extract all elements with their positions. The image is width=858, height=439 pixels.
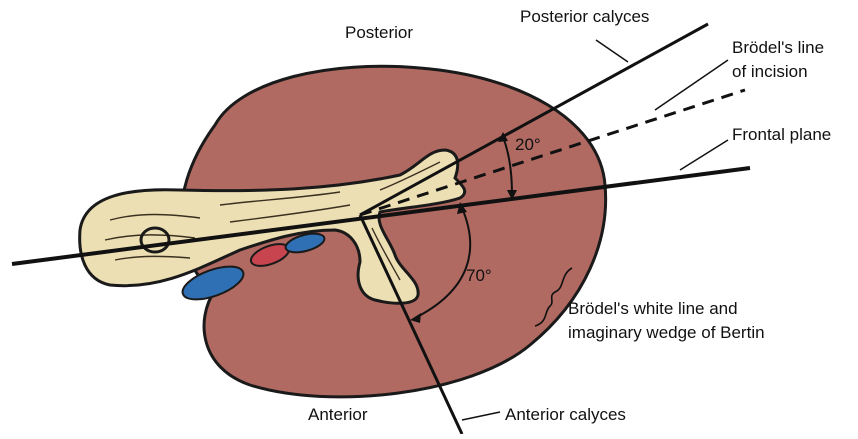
- leader-posterior-calyces: [596, 40, 628, 62]
- label-brodel-line-2: of incision: [732, 61, 808, 83]
- label-angle-70: 70°: [466, 265, 492, 287]
- label-posterior: Posterior: [345, 22, 413, 44]
- leader-incision: [655, 60, 728, 110]
- label-frontal-plane: Frontal plane: [732, 124, 831, 146]
- label-anterior-calyces: Anterior calyces: [505, 404, 626, 426]
- leader-frontal: [680, 140, 728, 170]
- label-white-line-2: imaginary wedge of Bertin: [568, 322, 765, 344]
- label-angle-20: 20°: [515, 134, 541, 156]
- label-anterior: Anterior: [308, 404, 368, 426]
- label-white-line-1: Brödel's white line and: [568, 298, 738, 320]
- leader-anterior-calyces: [462, 412, 500, 420]
- label-brodel-line-1: Brödel's line: [732, 37, 824, 59]
- label-posterior-calyces: Posterior calyces: [520, 6, 649, 28]
